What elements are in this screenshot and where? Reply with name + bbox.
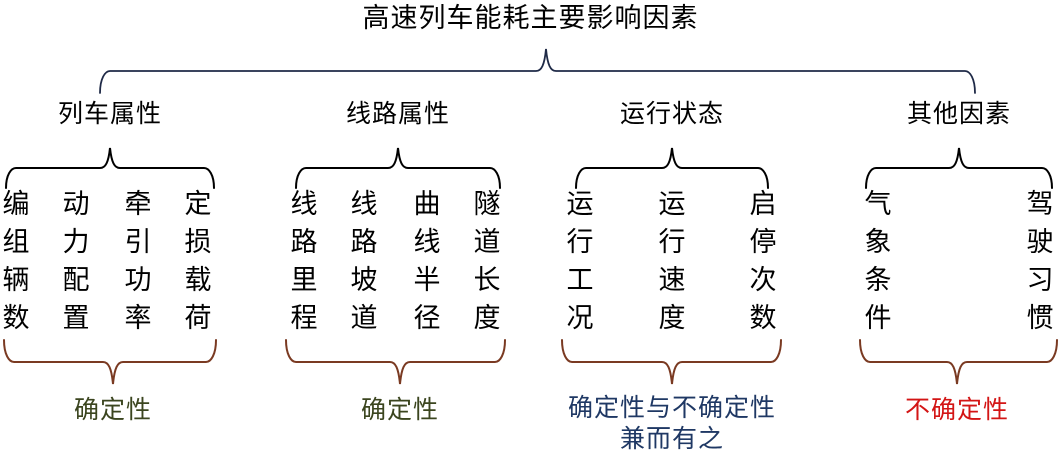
leaf-char: 线 xyxy=(413,227,441,258)
leaf-node-tunnel-length: 隧道长度 xyxy=(470,186,504,338)
leaf-node-line-mileage: 线路里程 xyxy=(287,186,321,338)
conclusion-brace-2 xyxy=(561,339,782,385)
leaf-char: 道 xyxy=(473,227,501,258)
leaf-char: 象 xyxy=(864,227,892,258)
conclusion-line: 确定性 xyxy=(360,395,440,424)
leaf-char: 行 xyxy=(658,227,686,258)
leaf-node-curve-radius: 曲线半径 xyxy=(410,186,444,338)
conclusion-label-mixed-operation: 确定性与不确定性兼而有之 xyxy=(522,392,822,454)
leaf-char: 运 xyxy=(566,189,594,220)
leaf-char: 惯 xyxy=(1026,303,1054,334)
leaf-char: 速 xyxy=(658,265,686,296)
leaf-char: 组 xyxy=(2,227,30,258)
leaf-char: 编 xyxy=(2,189,30,220)
category-label-operation-state: 运行状态 xyxy=(619,99,725,128)
leaf-char: 度 xyxy=(473,303,501,334)
conclusion-label-deterministic-train: 确定性 xyxy=(74,394,152,425)
leaf-char: 动 xyxy=(62,189,90,220)
leaf-char: 隧 xyxy=(473,189,501,220)
leaf-char: 停 xyxy=(749,227,777,258)
leaf-node-operating-condition: 运行工况 xyxy=(563,186,597,338)
leaf-node-line-gradient: 线路坡道 xyxy=(347,186,381,338)
leaf-char: 径 xyxy=(413,303,441,334)
leaf-char: 度 xyxy=(658,303,686,334)
category-label-line-attributes: 线路属性 xyxy=(345,99,451,128)
conclusion-line: 确定性 xyxy=(73,395,153,424)
leaf-char: 件 xyxy=(864,303,892,334)
leaf-char: 配 xyxy=(62,265,90,296)
conclusion-label-uncertain-other: 不确定性 xyxy=(905,394,1009,425)
leaf-char: 功 xyxy=(124,265,152,296)
leaf-char: 工 xyxy=(566,265,594,296)
leaf-char: 率 xyxy=(124,303,152,334)
conclusion-line: 不确定性 xyxy=(904,395,1010,424)
leaf-char: 数 xyxy=(2,303,30,334)
leaf-char: 线 xyxy=(290,189,318,220)
conclusion-label-deterministic-line: 确定性 xyxy=(361,394,439,425)
leaf-char: 牵 xyxy=(124,189,152,220)
leaf-node-weather-conditions: 气象条件 xyxy=(861,186,895,338)
conclusion-brace-3 xyxy=(859,339,1058,385)
leaf-node-consist-car-count: 编组辆数 xyxy=(0,186,33,338)
conclusion-brace-1 xyxy=(285,339,506,385)
leaf-char: 荷 xyxy=(184,303,212,334)
leaf-char: 曲 xyxy=(413,189,441,220)
leaf-char: 置 xyxy=(62,303,90,334)
leaf-char: 程 xyxy=(290,303,318,334)
leaf-char: 辆 xyxy=(2,265,30,296)
leaf-char: 道 xyxy=(350,303,378,334)
conclusion-line: 确定性与不确定性 xyxy=(567,393,776,422)
category-brace-0 xyxy=(5,147,215,189)
leaf-char: 路 xyxy=(350,227,378,258)
leaf-char: 路 xyxy=(290,227,318,258)
leaf-node-rated-load: 定损载荷 xyxy=(181,186,215,338)
category-label-train-attributes: 列车属性 xyxy=(57,99,163,128)
leaf-node-stop-start-count: 启停次数 xyxy=(746,186,780,338)
leaf-char: 次 xyxy=(749,265,777,296)
leaf-char: 况 xyxy=(566,303,594,334)
leaf-char: 驶 xyxy=(1026,227,1054,258)
leaf-char: 损 xyxy=(184,227,212,258)
leaf-char: 运 xyxy=(658,189,686,220)
leaf-char: 长 xyxy=(473,265,501,296)
category-brace-2 xyxy=(575,147,769,189)
leaf-char: 行 xyxy=(566,227,594,258)
leaf-char: 启 xyxy=(749,189,777,220)
category-brace-3 xyxy=(865,147,1053,189)
leaf-char: 线 xyxy=(350,189,378,220)
leaf-node-driving-habits: 驾驶习惯 xyxy=(1023,186,1057,338)
leaf-char: 引 xyxy=(124,227,152,258)
leaf-char: 气 xyxy=(864,189,892,220)
leaf-char: 力 xyxy=(62,227,90,258)
category-brace-1 xyxy=(295,147,501,189)
conclusion-line: 兼而有之 xyxy=(619,424,724,453)
top-level-brace xyxy=(99,48,976,94)
leaf-char: 坡 xyxy=(350,265,378,296)
leaf-node-power-configuration: 动力配置 xyxy=(59,186,93,338)
leaf-char: 条 xyxy=(864,265,892,296)
leaf-node-operating-speed: 运行速度 xyxy=(655,186,689,338)
leaf-char: 数 xyxy=(749,303,777,334)
leaf-char: 习 xyxy=(1026,265,1054,296)
leaf-char: 半 xyxy=(413,265,441,296)
conclusion-brace-0 xyxy=(3,339,217,385)
leaf-char: 定 xyxy=(184,189,212,220)
leaf-node-traction-power: 牵引功率 xyxy=(121,186,155,338)
leaf-char: 驾 xyxy=(1026,189,1054,220)
page-title: 高速列车能耗主要影响因素 xyxy=(362,3,699,34)
leaf-char: 载 xyxy=(184,265,212,296)
category-label-other-factors: 其他因素 xyxy=(906,99,1012,128)
leaf-char: 里 xyxy=(290,265,318,296)
